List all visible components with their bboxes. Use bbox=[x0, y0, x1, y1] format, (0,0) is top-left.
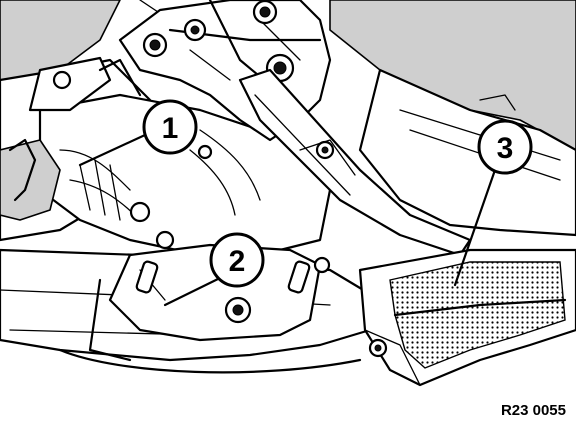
callout-1-leader bbox=[78, 133, 147, 167]
transmission-mount bbox=[88, 243, 331, 362]
cross-brace bbox=[238, 68, 472, 257]
callout-3-number: 3 bbox=[497, 132, 514, 165]
callout-2: 2 bbox=[163, 232, 265, 307]
callout-2-circle bbox=[209, 232, 265, 288]
left-frame-member bbox=[28, 56, 142, 112]
callout-1: 1 bbox=[78, 99, 198, 167]
callout-1-number: 1 bbox=[162, 112, 179, 145]
callout-1-circle bbox=[142, 99, 198, 155]
transmission-housing bbox=[0, 93, 332, 257]
callout-3: 3 bbox=[453, 119, 533, 287]
callout-3-leader bbox=[453, 168, 497, 287]
figure-reference-code: R23 0055 bbox=[501, 402, 566, 419]
callout-3-circle bbox=[477, 119, 533, 175]
heat-shield bbox=[358, 248, 576, 387]
callout-2-leader bbox=[163, 276, 222, 307]
callout-2-number: 2 bbox=[229, 245, 246, 278]
